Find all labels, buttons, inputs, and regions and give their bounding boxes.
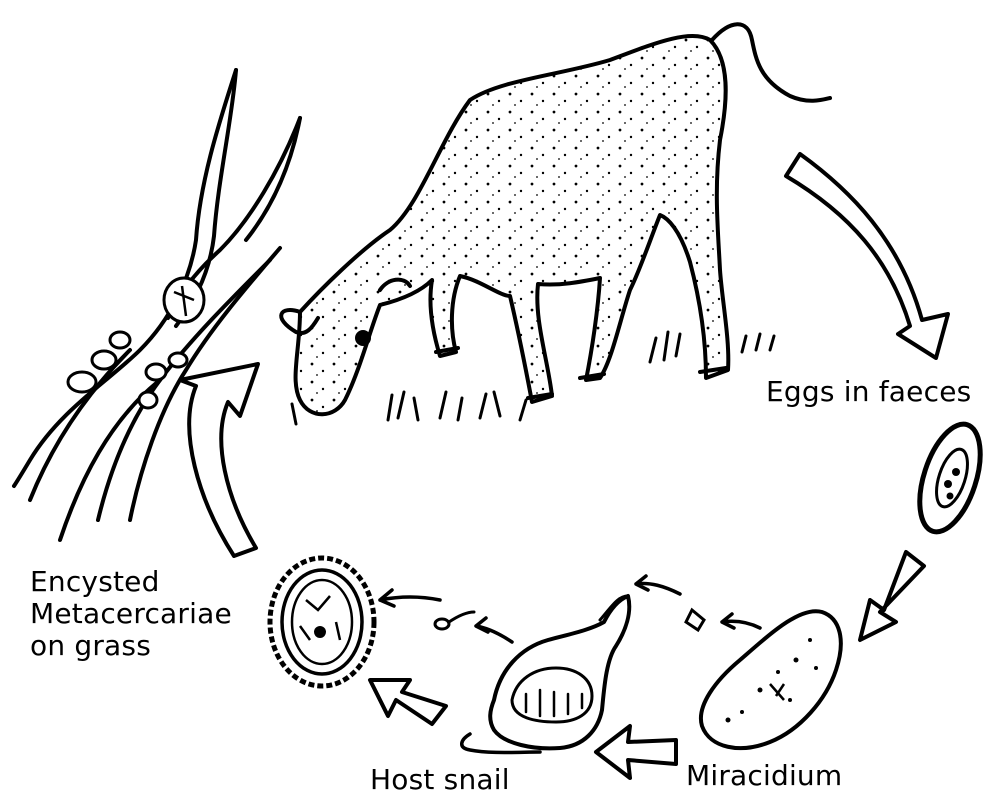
arrow-encysted-to-cow (180, 364, 258, 556)
cow-tail (712, 24, 830, 101)
arrow-miracidium-to-snail (596, 726, 676, 778)
miracidium-label: Miracidium (686, 760, 842, 792)
grass-blades (14, 70, 300, 540)
arrow-snail-to-encysted (370, 680, 446, 724)
miracidium-illustration (701, 611, 841, 748)
metacercaria-cysts-on-grass (68, 278, 204, 408)
small-arrows (380, 576, 760, 642)
egg-illustration (908, 417, 984, 540)
encysted-label-line-3: on grass (30, 630, 232, 662)
encysted-metacercaria-illustration (270, 558, 374, 686)
arrow-eggs-to-miracidium (860, 552, 924, 640)
encysted-label-line-2: Metacercariae (30, 598, 232, 630)
host-snail-label: Host snail (370, 764, 510, 796)
eggs-in-faeces-label: Eggs in faeces (766, 376, 971, 408)
cow-illustration (281, 24, 830, 414)
encysted-metacercariae-label: Encysted Metacercariae on grass (30, 566, 232, 662)
arrow-cow-to-eggs (786, 154, 948, 358)
cow-eye (355, 330, 371, 346)
encysted-label-line-1: Encysted (30, 566, 232, 598)
